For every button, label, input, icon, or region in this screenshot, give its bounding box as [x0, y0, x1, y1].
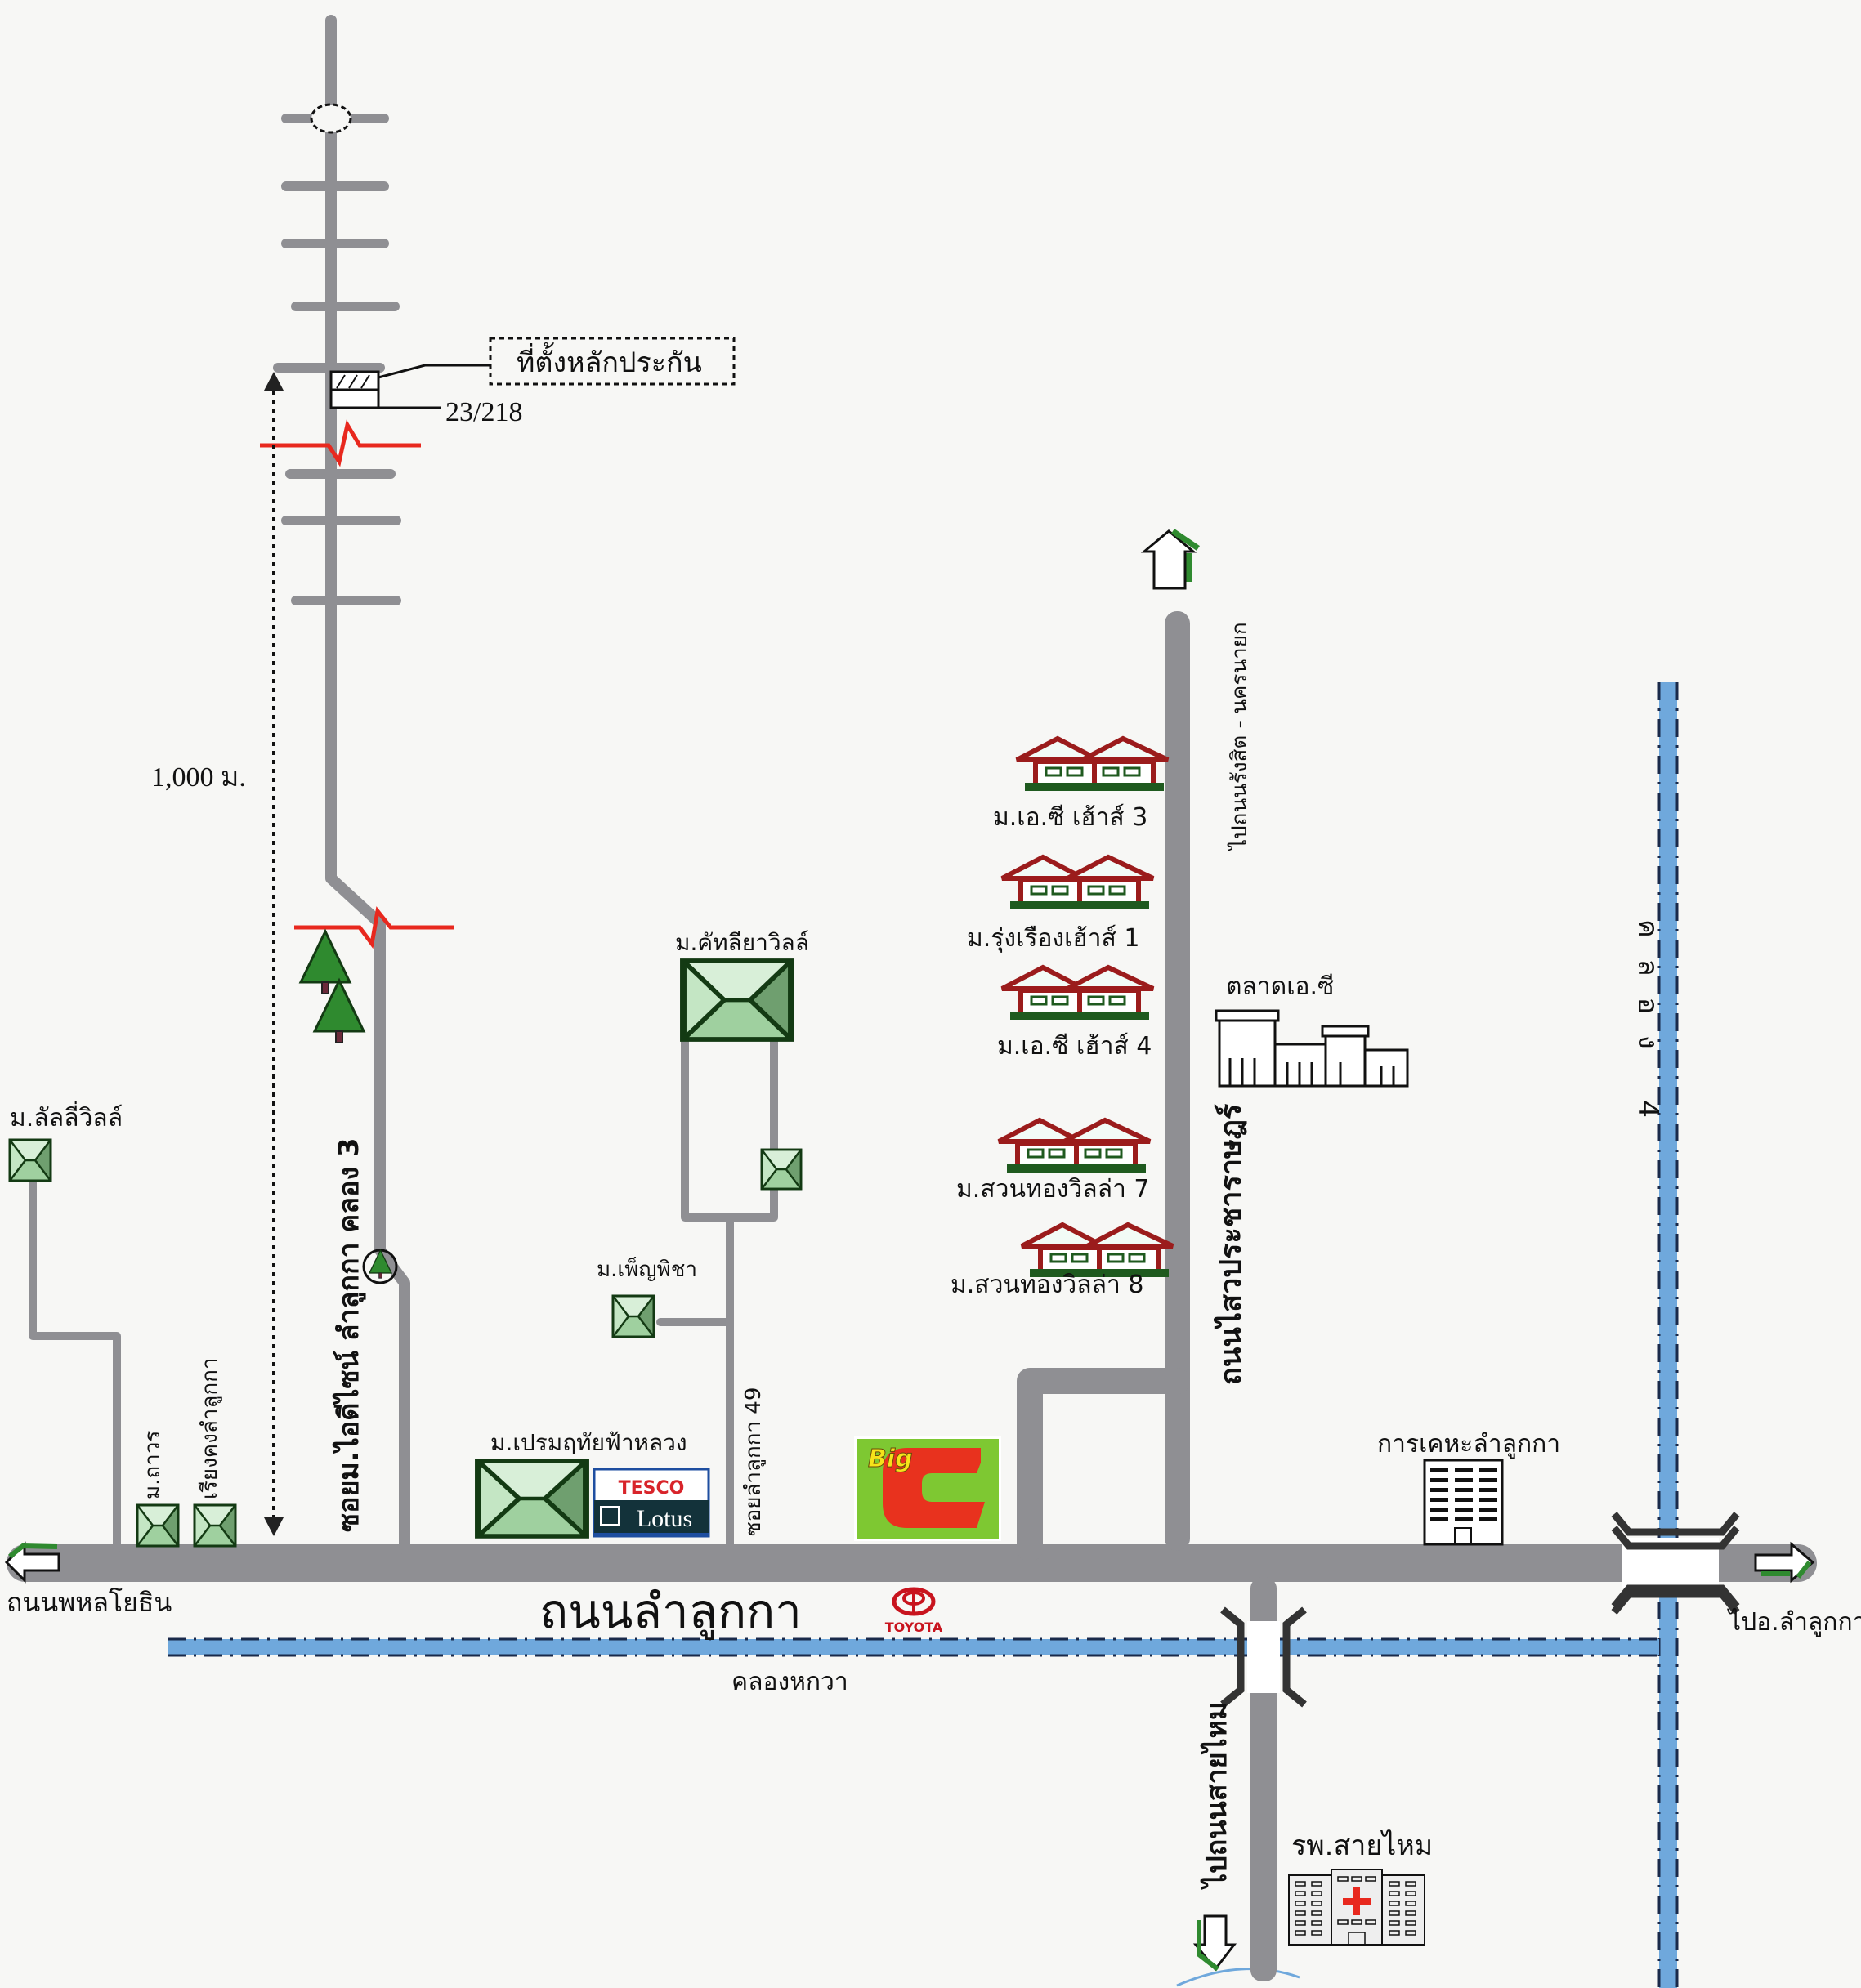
house-icon-suanthong7 [999, 1120, 1150, 1173]
road-label-phahonyothin: ถนนพหลโยธิน [7, 1587, 172, 1618]
bridge-khlong-4-rails [1611, 1526, 1740, 1609]
village-icon-riang-khong [193, 1503, 237, 1548]
road-soi-id-design [325, 15, 410, 1554]
road-label-saiwai-north: ไปถนนรังสิต - นครนายก [1227, 622, 1252, 851]
village-label-ac-house-3: ม.เอ.ซี เฮ้าส์ 3 [993, 803, 1147, 832]
canal-khlong-hok-wa [168, 1637, 1659, 1657]
arrow-north-icon [1140, 529, 1200, 590]
bridge-sai-mai [1220, 1606, 1307, 1708]
village-label-suanthong-7: ม.สวนทองวิลล่า 7 [956, 1175, 1150, 1204]
village-label-suanthong-8: ม.สวนทองวิลล่า 8 [951, 1271, 1144, 1299]
road-lally-ville [29, 1173, 121, 1552]
road-soi-49 [656, 1034, 778, 1552]
arrow-east-icon [1754, 1541, 1815, 1584]
road-label-lam-luk-ka: ถนนลำลูกกา [539, 1584, 802, 1640]
arrow-down-icon [264, 1517, 284, 1536]
hospital-building-icon [1288, 1869, 1425, 1946]
collateral-callout-label: ที่ตั้งหลักประกัน [517, 342, 702, 379]
collateral-marker [329, 364, 490, 409]
arrow-up-icon [264, 372, 284, 391]
village-icon-phenphicha [611, 1294, 655, 1338]
road-label-soi-id-design: ซอยม.ไอดีไซน์ ลำลูกกา คลอง 3 [332, 1137, 366, 1532]
tesco-lotus-logo: TESCO Lotus [593, 1468, 710, 1538]
house-icon-suanthong8 [1022, 1225, 1173, 1277]
village-icon-cattleya [683, 961, 791, 1039]
toyota-logo: TOYOTA [885, 1587, 943, 1635]
road-bigc-loop [1017, 1368, 1190, 1561]
market-building-icon [1215, 1009, 1409, 1088]
road-label-east-exit: ไปอ.ลำลูกกา [1727, 1607, 1861, 1637]
break-mark-upper [260, 419, 421, 467]
arrow-south-icon [1192, 1914, 1237, 1972]
road-label-soi-49: ซอยลำลูกกา 49 [741, 1387, 766, 1536]
village-label-prem-ruethai: ม.เปรมฤทัยฟ้าหลวง [490, 1429, 687, 1456]
village-label-ac-house-4: ม.เอ.ซี เฮ้าส์ 4 [997, 1032, 1152, 1061]
landmark-label-hospital: รพ.สายไหม [1291, 1829, 1433, 1862]
arrow-west-icon [4, 1541, 60, 1584]
landmark-label-ac-market: ตลาดเอ.ซี [1226, 972, 1334, 1001]
house-icon-ac4 [1002, 967, 1153, 1020]
canal-south-curve [1176, 1968, 1300, 1987]
canal-label-hok-wa: คลองหกวา [731, 1668, 848, 1696]
house-icon-ac3 [1017, 739, 1168, 791]
distance-label: 1,000 ม. [151, 762, 246, 793]
lotus-text: Lotus [637, 1505, 692, 1532]
village-label-phenphicha: ม.เพ็ญพิชา [597, 1256, 697, 1282]
village-label-lally: ม.ลัลลี่วิลล์ [10, 1101, 123, 1132]
road-lam-luk-ka [7, 1544, 1817, 1582]
village-label-thaworn: ม.ถาวร [141, 1431, 165, 1499]
road-label-sai-mai: ไปถนนสายไหม [1200, 1702, 1233, 1890]
bigc-logo: Big [854, 1436, 1001, 1541]
road-saiwai-pracharat [1165, 611, 1190, 1551]
house-number: 23/218 [445, 397, 522, 427]
office-building-icon [1423, 1459, 1504, 1546]
canal-khlong-4 [1657, 682, 1679, 1988]
soi-branches [273, 114, 401, 605]
bigc-big-text: Big [868, 1445, 913, 1473]
village-icon-thaworn [136, 1503, 180, 1548]
toyota-text: TOYOTA [885, 1619, 943, 1635]
village-icon-lally [8, 1138, 52, 1182]
road-label-saiwai: ถนนไสวประชาราษฎร์ [1213, 1103, 1248, 1385]
village-label-rungrueang-1: ม.รุ่งเรืองเฮ้าส์ 1 [967, 924, 1139, 954]
roundabout-dashed [310, 103, 352, 134]
canal-label-khlong-4: คลอง 4 [1631, 919, 1664, 1139]
landmark-label-housing-authority: การเคหะลำลูกกา [1377, 1430, 1560, 1459]
tree-icon [299, 930, 351, 995]
tesco-text: TESCO [619, 1478, 685, 1499]
house-icon-rungrueang1 [1002, 857, 1153, 909]
village-icon-prem-ruethai [478, 1461, 586, 1536]
village-icon-soi49-small [760, 1148, 803, 1191]
village-label-riang-khong: เรียงคงลำลูกกา [198, 1358, 222, 1499]
break-mark-lower [294, 906, 454, 949]
collateral-callout-box [489, 337, 736, 386]
village-label-cattleya: ม.คัทลียาวิลล์ [675, 929, 809, 956]
